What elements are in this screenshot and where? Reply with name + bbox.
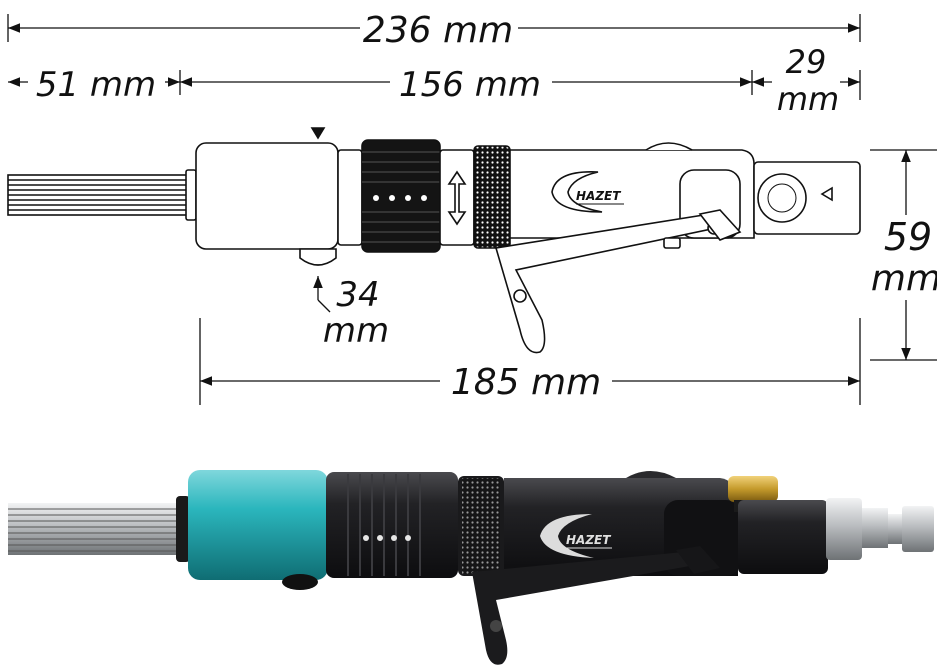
height-value: 59	[884, 215, 932, 259]
front-section-label: 51 mm	[36, 65, 156, 105]
height-unit: mm	[871, 258, 937, 299]
needle-housing-outline	[195, 142, 339, 250]
logo-swoosh	[551, 171, 603, 213]
ribbed-sleeve	[361, 139, 441, 253]
photo-logo-text: HAZET	[566, 533, 611, 547]
overall-length-label: 236 mm	[363, 10, 513, 51]
logo-text-drawing: HAZET	[576, 189, 621, 203]
body-length-label: 185 mm	[451, 362, 601, 403]
black-barrel	[326, 472, 458, 578]
trigger-lever-outline	[494, 213, 718, 354]
needle-bundle	[7, 174, 189, 216]
photo-logo-swoosh	[540, 514, 594, 558]
teal-needle-housing	[188, 470, 328, 580]
photo-needle-bundle	[8, 503, 184, 555]
air-inlet-nipple	[826, 498, 934, 560]
rear-section-unit: mm	[777, 80, 839, 118]
dimension-lines	[7, 14, 937, 405]
mid-section-label: 156 mm	[399, 65, 541, 105]
foot-height-unit: mm	[323, 311, 389, 351]
adjust-arrow-icon	[447, 170, 467, 226]
tool-photo-render: HAZET	[8, 470, 934, 665]
foot-height-value: 34	[336, 275, 379, 315]
tool-line-drawing: HAZET	[7, 127, 861, 354]
indicator-triangle	[310, 127, 326, 140]
brass-adjust-knob	[728, 476, 778, 502]
rear-section-value: 29	[786, 43, 827, 81]
foot-outline	[299, 248, 337, 266]
photo-trigger-lever	[472, 552, 690, 665]
knurled-grip	[473, 145, 511, 249]
